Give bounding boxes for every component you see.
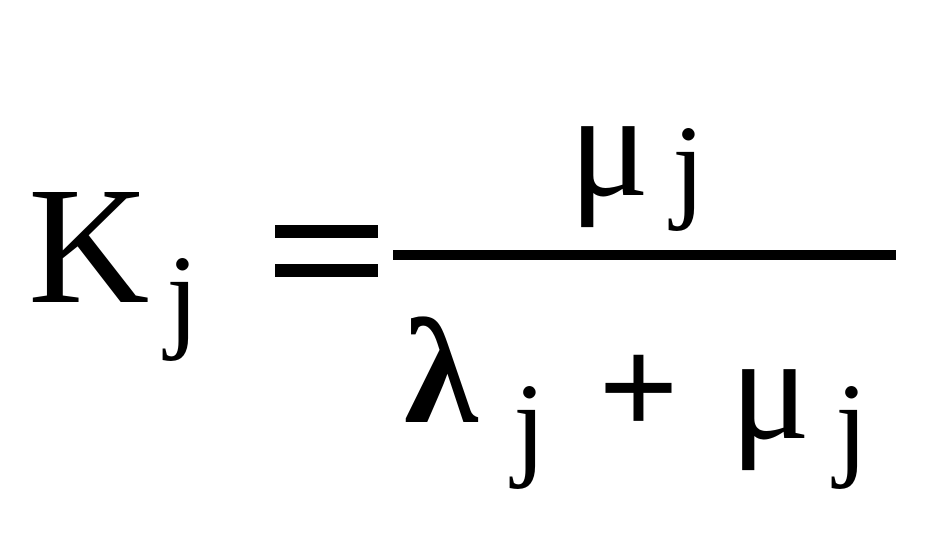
plus-operator: +	[598, 308, 679, 466]
equals-top-bar	[275, 225, 378, 238]
denominator-term2-subscript: j	[835, 359, 868, 490]
numerator-subscript: j	[672, 101, 705, 232]
equals-bottom-bar	[275, 264, 378, 277]
lhs-subscript: j	[166, 231, 199, 362]
denominator-term2-symbol: μ	[730, 305, 811, 471]
denominator-term1-subscript: j	[513, 359, 546, 490]
numerator-symbol: μ	[569, 62, 650, 228]
denominator-term1-symbol: λ	[404, 289, 478, 455]
lhs-symbol: K	[28, 153, 150, 339]
fraction-bar	[393, 250, 896, 260]
